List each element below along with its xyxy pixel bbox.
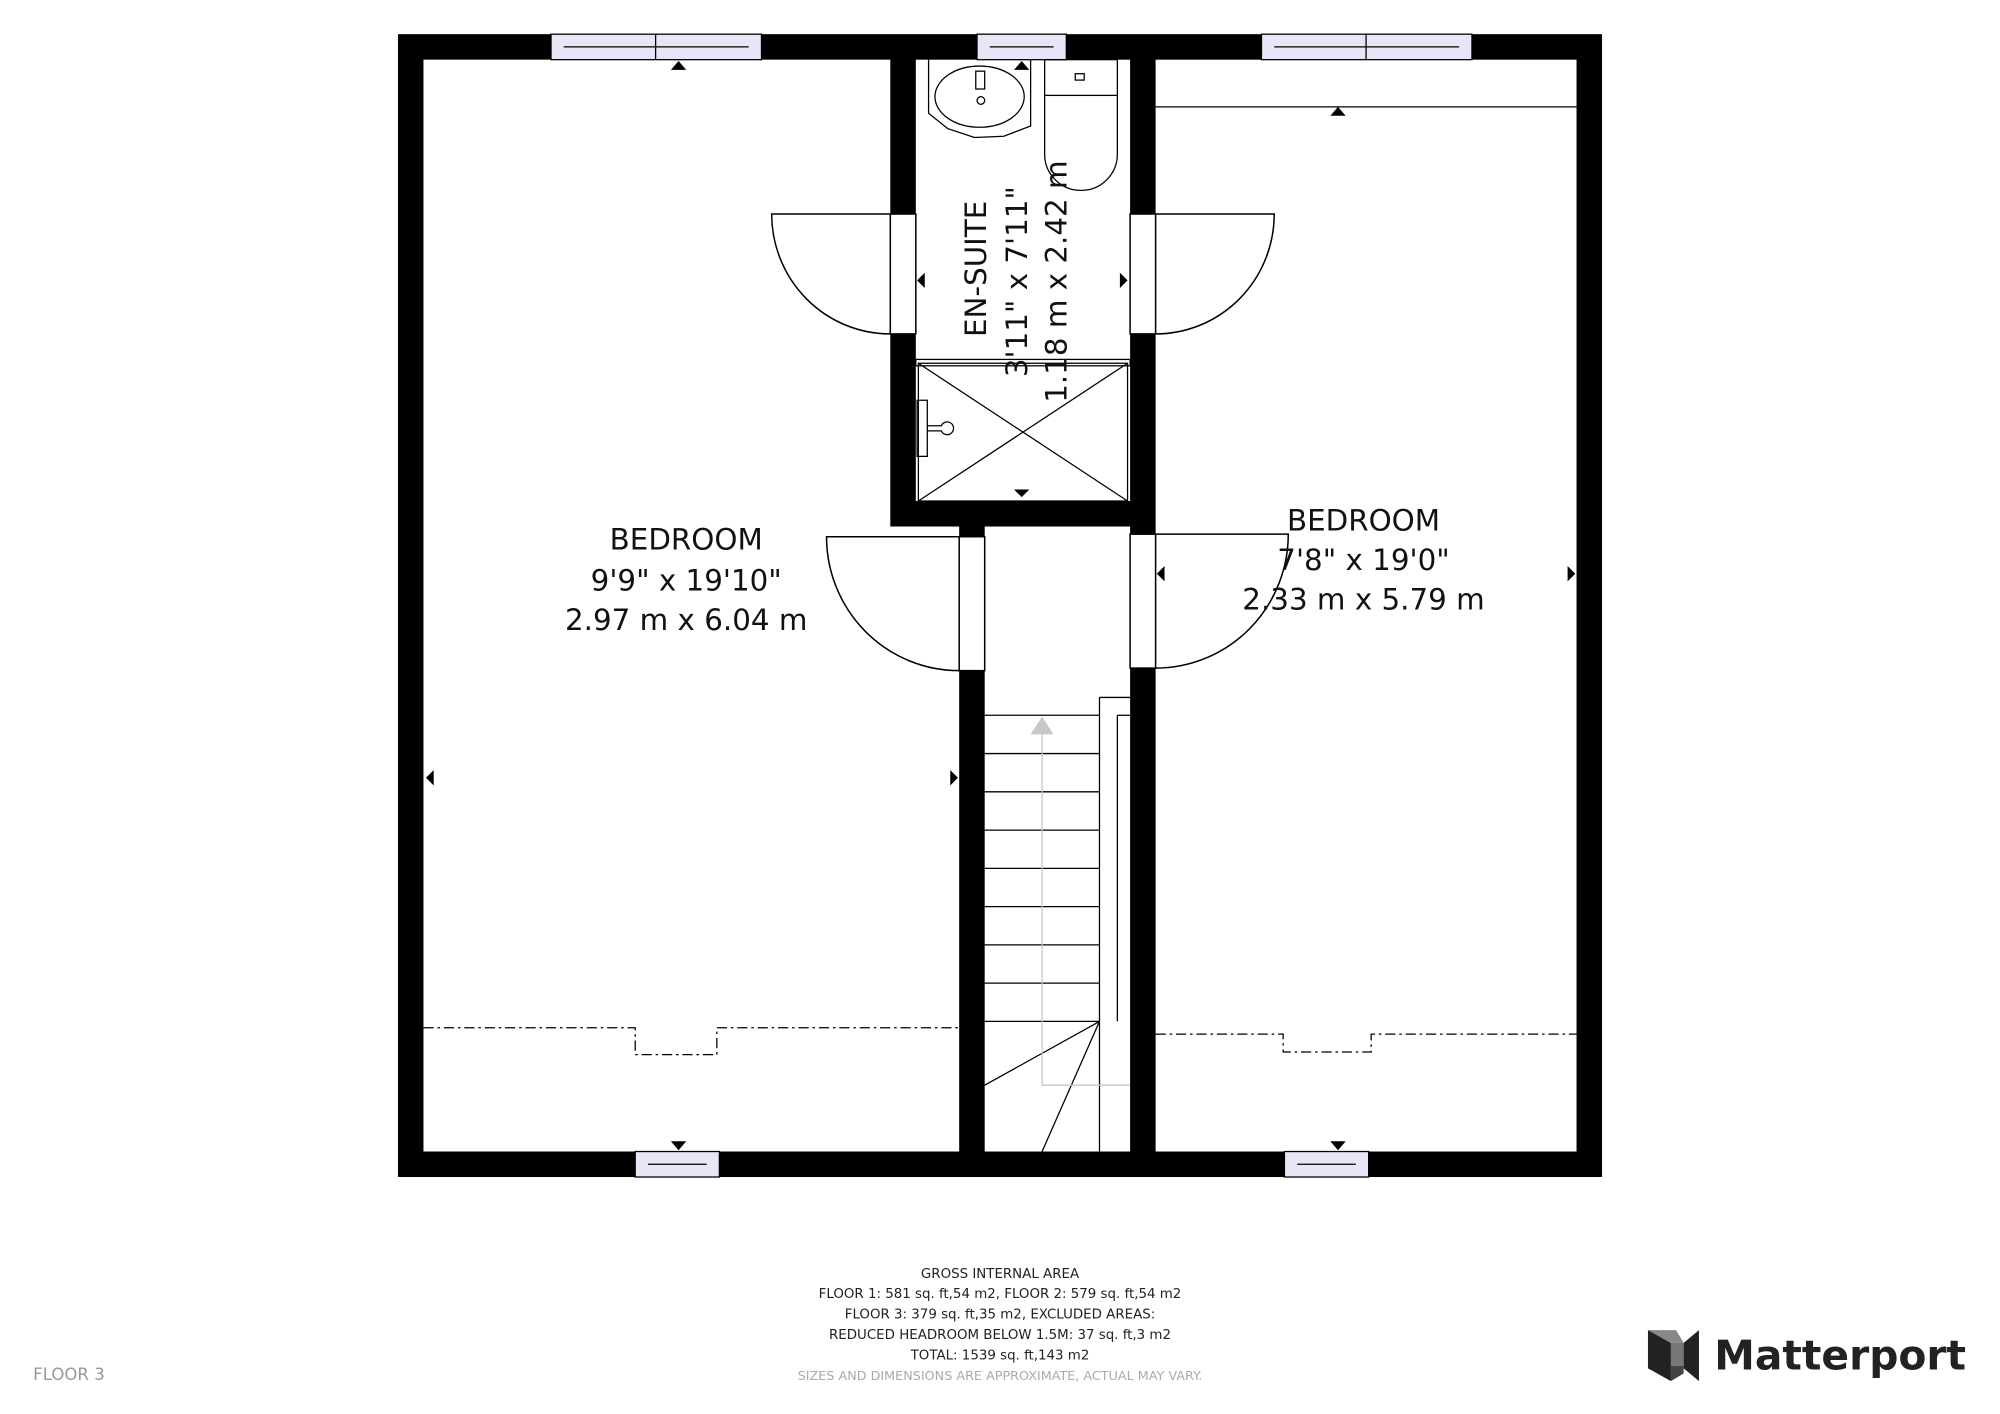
toilet-cistern bbox=[1044, 59, 1118, 97]
shower-tray bbox=[917, 362, 1129, 502]
room-name: BEDROOM bbox=[610, 522, 763, 556]
room-dimensions-metric: 2.33 m x 5.79 m bbox=[1242, 582, 1484, 616]
area-summary: GROSS INTERNAL AREA FLOOR 1: 581 sq. ft,… bbox=[798, 1267, 1203, 1384]
reduced-headroom-line bbox=[423, 1027, 1577, 1056]
door-swing bbox=[1155, 533, 1290, 669]
room-label-bedroom-right: BEDROOM 7'8" x 19'0" 2.33 m x 5.79 m bbox=[1242, 503, 1484, 616]
room-dimensions-imperial: 7'8" x 19'0" bbox=[1277, 543, 1449, 577]
bedroom-right-floor bbox=[1155, 59, 1577, 1152]
door-opening bbox=[958, 535, 986, 672]
room-dimensions-metric: 1.18 m x 2.42 m bbox=[1039, 160, 1073, 402]
room-name: EN-SUITE bbox=[959, 201, 993, 337]
basin bbox=[934, 65, 1025, 128]
door-swing bbox=[825, 535, 960, 672]
stair-direction-arrow-icon bbox=[1030, 716, 1054, 735]
svg-text:REDUCED HEADROOM BELOW 1.5M: 3: REDUCED HEADROOM BELOW 1.5M: 37 sq. ft,3… bbox=[829, 1328, 1171, 1343]
windows bbox=[550, 33, 1473, 1178]
door-opening bbox=[1129, 213, 1157, 335]
svg-text:FLOOR 1: 581 sq. ft,54 m2, FLO: FLOOR 1: 581 sq. ft,54 m2, FLOOR 2: 579 … bbox=[819, 1287, 1182, 1302]
door-opening bbox=[1129, 533, 1157, 669]
svg-text:FLOOR 3: 379 sq. ft,35 m2, EXC: FLOOR 3: 379 sq. ft,35 m2, EXCLUDED AREA… bbox=[845, 1308, 1155, 1323]
matterport-logo: Matterport bbox=[1647, 1330, 1966, 1382]
disclaimer: SIZES AND DIMENSIONS ARE APPROXIMATE, AC… bbox=[798, 1369, 1203, 1384]
landing-floor bbox=[984, 526, 1131, 1152]
room-dimensions-imperial: 9'9" x 19'10" bbox=[591, 563, 782, 597]
shower-valve bbox=[927, 421, 955, 436]
room-label-bedroom-left: BEDROOM 9'9" x 19'10" 2.97 m x 6.04 m bbox=[565, 522, 807, 636]
door-opening bbox=[889, 213, 917, 335]
logo-text: Matterport bbox=[1714, 1332, 1966, 1380]
ensuite-floor bbox=[915, 59, 1131, 502]
svg-text:TOTAL: 1539 sq. ft,143 m2: TOTAL: 1539 sq. ft,143 m2 bbox=[910, 1348, 1090, 1363]
svg-text:GROSS INTERNAL AREA: GROSS INTERNAL AREA bbox=[921, 1267, 1080, 1282]
door-swing bbox=[770, 213, 891, 335]
toilet-bowl bbox=[1044, 95, 1118, 191]
ensuite-fixtures bbox=[915, 59, 1131, 502]
bedroom-left-floor bbox=[423, 59, 960, 1152]
matterport-logo-icon bbox=[1647, 1330, 1699, 1382]
dimension-markers bbox=[426, 60, 1576, 1151]
room-dimensions-imperial: 3'11" x 7'11" bbox=[1000, 186, 1034, 377]
room-name: BEDROOM bbox=[1287, 503, 1440, 537]
door-swing bbox=[1155, 213, 1276, 335]
room-label-ensuite: EN-SUITE 3'11" x 7'11" 1.18 m x 2.42 m bbox=[959, 160, 1073, 402]
basin-unit bbox=[927, 59, 1032, 139]
floor-label: FLOOR 3 bbox=[33, 1365, 105, 1384]
doors bbox=[770, 213, 1290, 672]
staircase bbox=[984, 696, 1131, 1152]
room-dimensions-metric: 2.97 m x 6.04 m bbox=[565, 603, 807, 637]
